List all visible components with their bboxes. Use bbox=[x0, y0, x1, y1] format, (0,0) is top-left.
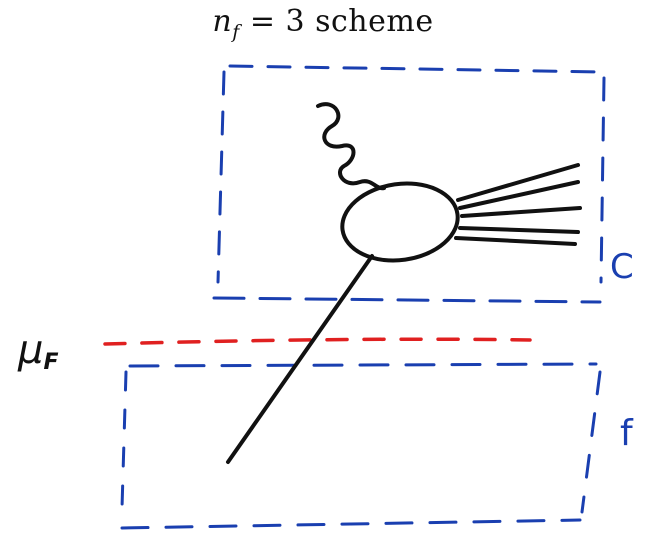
hard-vertex-blob bbox=[340, 181, 460, 263]
outgoing-line-5 bbox=[454, 236, 577, 246]
incoming-parton-line bbox=[226, 254, 374, 464]
scale-symbol: μ bbox=[18, 327, 44, 373]
upper-box bbox=[212, 64, 607, 304]
upper-box-left-edge bbox=[216, 70, 226, 284]
upper-box-right-edge bbox=[599, 76, 606, 284]
upper-box-top-edge bbox=[228, 64, 607, 74]
factorization-scale-label: μF bbox=[18, 327, 58, 374]
process-drawing bbox=[226, 102, 582, 464]
scale-subscript: F bbox=[43, 350, 59, 375]
title-subscript: f bbox=[232, 21, 240, 43]
upper-box-label: C bbox=[610, 247, 634, 287]
title-rest: = 3 scheme bbox=[239, 4, 434, 39]
lower-box bbox=[120, 362, 602, 530]
outgoing-line-4 bbox=[458, 226, 580, 234]
lower-box-right-edge bbox=[580, 370, 602, 514]
lower-box-bottom-edge bbox=[120, 518, 582, 530]
outgoing-line-3 bbox=[460, 206, 582, 218]
lower-box-top-edge bbox=[128, 362, 598, 368]
factorization-scale-line bbox=[103, 337, 532, 346]
title-symbol: n bbox=[212, 4, 233, 39]
lower-box-left-edge bbox=[120, 370, 128, 510]
photon-line bbox=[316, 102, 386, 191]
lower-box-label: f bbox=[620, 413, 633, 454]
diagram-title: nf = 3 scheme bbox=[0, 4, 646, 43]
outgoing-line-2 bbox=[458, 180, 580, 210]
outgoing-line-1 bbox=[456, 163, 580, 202]
upper-box-bottom-edge bbox=[212, 296, 602, 304]
